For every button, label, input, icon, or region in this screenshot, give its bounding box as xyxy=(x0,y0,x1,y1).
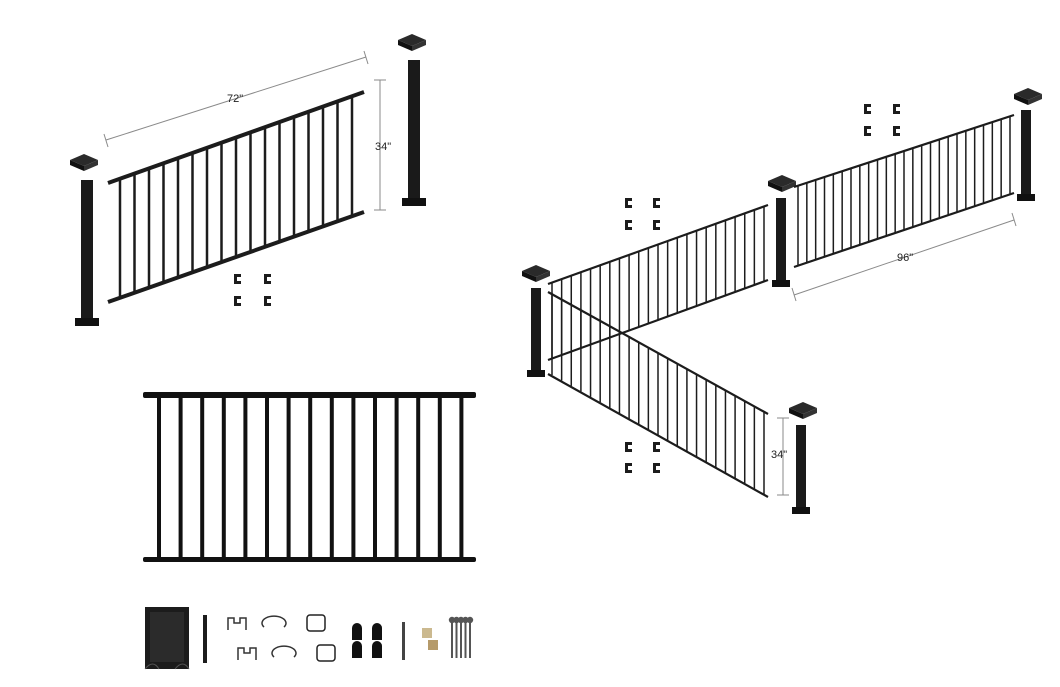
width-label: 72" xyxy=(227,93,243,105)
baluster xyxy=(286,398,291,557)
flat-panel-balusters xyxy=(157,398,464,557)
baluster xyxy=(394,398,399,557)
baluster xyxy=(329,398,334,557)
screw-head xyxy=(466,616,474,624)
baluster xyxy=(200,398,205,557)
bracket-set-middle xyxy=(625,198,660,230)
post-stair-bottom xyxy=(789,402,817,514)
post-right xyxy=(398,34,426,206)
baluster xyxy=(157,398,161,557)
post-stair-top-left xyxy=(522,265,550,377)
width-dimension xyxy=(103,50,369,148)
right-width-dimension xyxy=(791,212,1017,302)
stair-rails xyxy=(547,113,1015,498)
bracket-set-upper xyxy=(864,104,900,136)
screw-icon xyxy=(448,616,474,658)
bracket-set-lower xyxy=(625,442,660,473)
baluster xyxy=(437,398,442,557)
baluster xyxy=(416,398,421,557)
flat-rail-panel xyxy=(143,392,476,562)
rail-clip-icon xyxy=(306,614,336,662)
post-left xyxy=(70,154,99,326)
right-height-dimension xyxy=(777,417,789,496)
baluster xyxy=(308,398,313,557)
stair-balusters xyxy=(551,116,1011,495)
height-dimension xyxy=(374,79,386,211)
post-base-plate-icon xyxy=(144,607,190,670)
right-height-label: 34" xyxy=(771,449,787,461)
straight-rail-panel-72: 72" 34" xyxy=(70,34,426,326)
baluster xyxy=(243,398,248,557)
baluster-rod-icon xyxy=(203,615,207,663)
baluster xyxy=(178,398,183,557)
height-label: 34" xyxy=(375,141,391,153)
end-cap-icon xyxy=(352,623,382,658)
post-middle xyxy=(768,175,796,287)
drill-bit-icon xyxy=(402,622,405,660)
right-width-label: 96" xyxy=(897,252,913,264)
baluster xyxy=(373,398,377,557)
bracket-icon xyxy=(227,615,297,660)
baluster xyxy=(265,398,269,557)
baluster xyxy=(221,398,226,557)
hardware-parts xyxy=(144,607,474,670)
baluster xyxy=(459,398,464,557)
post-far-right xyxy=(1014,88,1042,201)
stair-rail-configuration: 96" 34" xyxy=(522,88,1042,514)
baluster xyxy=(351,398,356,557)
bracket-set xyxy=(234,274,271,306)
shim-icon xyxy=(422,628,438,650)
panel-balusters xyxy=(118,96,354,298)
